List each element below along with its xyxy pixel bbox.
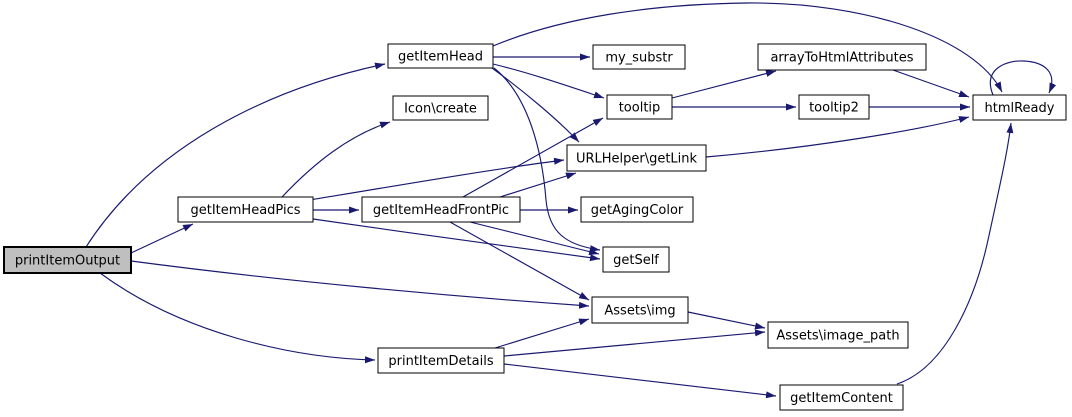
node-box <box>798 94 870 120</box>
edge-arrayToHtmlAttributes-to-htmlReady <box>892 69 970 98</box>
node-tooltip[interactable]: tooltip <box>606 94 673 120</box>
edge-assets-img-to-assets-image-path <box>687 311 766 330</box>
edge-printItemDetails-to-assets-img <box>494 318 590 349</box>
node-getItemHeadPics[interactable]: getItemHeadPics <box>177 196 314 223</box>
node-label: getAgingColor <box>591 203 684 218</box>
node-label: printItemDetails <box>388 354 493 369</box>
node-getItemHeadFrontPic[interactable]: getItemHeadFrontPic <box>361 196 521 223</box>
edge-printItemOutput-to-printItemDetails <box>99 272 376 364</box>
node-box <box>591 296 689 324</box>
edge-getItemHeadFrontPic-to-assets-img <box>449 221 590 301</box>
edge-urlhelper-getlink-to-htmlReady <box>705 116 970 158</box>
node-box <box>392 95 489 121</box>
edge-getItemHeadPics-to-urlhelper-getlink <box>309 157 565 201</box>
node-box <box>177 196 314 223</box>
node-arrayToHtmlAttributes[interactable]: arrayToHtmlAttributes <box>757 43 927 71</box>
node-box <box>972 94 1067 121</box>
node-box <box>767 321 909 349</box>
node-getItemContent[interactable]: getItemContent <box>779 384 904 411</box>
node-label: URLHelper\getLink <box>576 152 698 167</box>
node-label: getItemHead <box>398 50 483 65</box>
node-label: my_substr <box>605 51 673 66</box>
edge-printItemOutput-to-assets-img <box>130 260 590 309</box>
node-box <box>580 196 694 223</box>
node-label: getItemContent <box>790 391 893 406</box>
node-box <box>361 196 521 223</box>
node-getSelf[interactable]: getSelf <box>602 246 670 273</box>
node-box <box>3 246 132 274</box>
node-htmlReady[interactable]: htmlReady <box>972 94 1067 121</box>
edge-printItemOutput-to-getItemHeadPics <box>130 223 194 254</box>
edge-htmlReady-to-htmlReady <box>990 60 1057 96</box>
node-printItemOutput[interactable]: printItemOutput <box>3 246 132 274</box>
node-label: Assets\img <box>604 304 675 319</box>
node-label: tooltip <box>619 101 661 116</box>
node-label: printItemOutput <box>15 254 120 269</box>
node-box <box>757 43 927 71</box>
node-label: getSelf <box>613 253 659 268</box>
node-box <box>566 144 707 172</box>
edge-getItemHeadFrontPic-to-urlhelper-getlink <box>499 172 577 198</box>
node-box <box>377 347 505 374</box>
node-assets-img[interactable]: Assets\img <box>591 296 689 324</box>
node-box <box>602 246 670 273</box>
edge-tooltip-to-arrayToHtmlAttributes <box>671 70 777 99</box>
edges-layer <box>85 2 1057 399</box>
edge-getItemContent-to-htmlReady <box>896 122 1014 385</box>
node-box <box>779 384 904 411</box>
node-label: tooltip2 <box>809 101 859 116</box>
node-icon-create[interactable]: Icon\create <box>392 95 489 121</box>
edge-printItemDetails-to-getItemContent <box>503 363 777 399</box>
edge-getItemHeadFrontPic-to-tooltip <box>462 117 604 198</box>
node-label: getItemHeadFrontPic <box>373 203 509 218</box>
node-assets-image-path[interactable]: Assets\image_path <box>767 321 909 349</box>
edge-printItemOutput-to-getItemHead <box>85 62 386 248</box>
edge-getItemHeadPics-to-icon-create <box>281 121 391 198</box>
node-label: Assets\image_path <box>776 329 899 344</box>
edge-getItemHeadFrontPic-to-getSelf <box>469 221 600 255</box>
edge-printItemDetails-to-assets-image-path <box>503 329 766 357</box>
node-my_substr[interactable]: my_substr <box>592 44 686 70</box>
node-urlhelper-getlink[interactable]: URLHelper\getLink <box>566 144 707 172</box>
node-box <box>606 94 673 120</box>
edge-getItemHead-to-getSelf <box>493 67 601 253</box>
node-box <box>592 44 686 70</box>
node-printItemDetails[interactable]: printItemDetails <box>377 347 505 374</box>
node-label: getItemHeadPics <box>190 203 300 218</box>
node-getAgingColor[interactable]: getAgingColor <box>580 196 694 223</box>
node-getItemHead[interactable]: getItemHead <box>387 43 494 69</box>
node-label: arrayToHtmlAttributes <box>770 51 913 66</box>
edge-getItemHead-to-tooltip <box>492 63 605 99</box>
node-tooltip2[interactable]: tooltip2 <box>798 94 870 120</box>
edge-getItemHead-to-htmlReady <box>492 2 1003 93</box>
edge-getItemHeadPics-to-getSelf <box>312 218 601 262</box>
node-label: Icon\create <box>404 102 477 117</box>
node-label: htmlReady <box>985 101 1055 116</box>
node-box <box>387 43 494 69</box>
